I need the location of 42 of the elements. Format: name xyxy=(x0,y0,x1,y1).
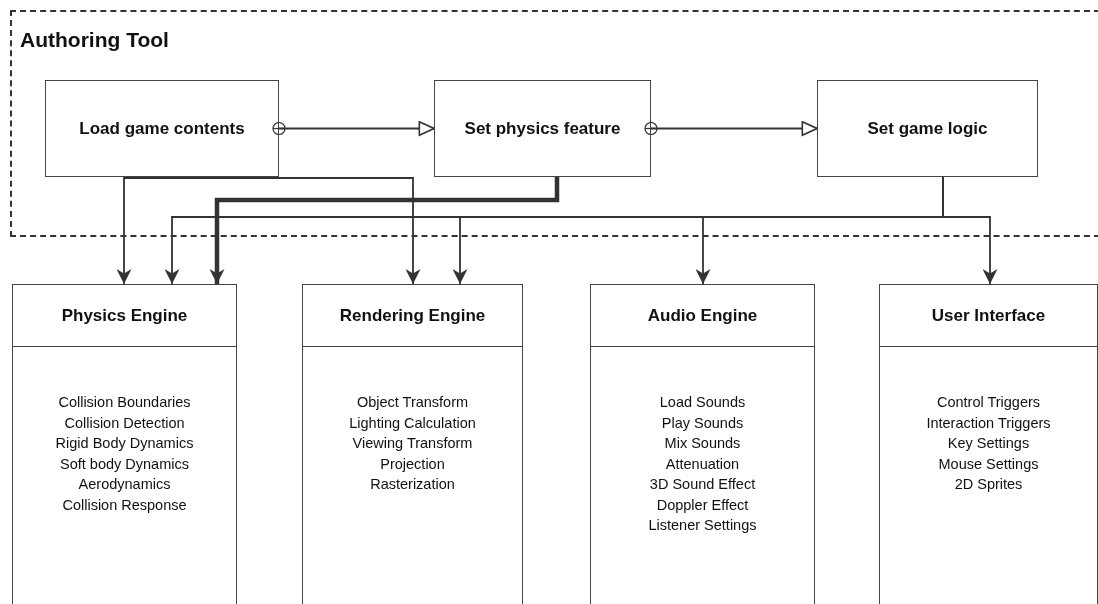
dashed-group-boundary xyxy=(10,10,1098,237)
module-title: Rendering Engine xyxy=(339,305,486,326)
process-box: Load game contents xyxy=(45,80,279,177)
arrow xyxy=(942,176,998,285)
list-item: Load Sounds xyxy=(659,393,746,412)
module-box xyxy=(12,284,237,604)
list-item: Interaction Triggers xyxy=(926,413,1051,433)
list-item: Attenuation xyxy=(665,454,740,474)
list-item: Aerodynamics xyxy=(78,475,171,494)
arrow xyxy=(161,176,421,285)
list-item: Rigid Body Dynamics xyxy=(55,434,194,453)
arrow xyxy=(644,121,818,136)
list-item: Object Transform xyxy=(356,393,469,412)
module-title: Physics Engine xyxy=(61,305,188,326)
module-box xyxy=(302,284,523,604)
list-item: Doppler Effect xyxy=(656,495,749,515)
list-item: Projection xyxy=(380,454,445,474)
arrow xyxy=(272,121,435,136)
list-item: Soft body Dynamics xyxy=(60,454,189,474)
list-item: Collision Response xyxy=(62,495,187,515)
group-title: Authoring Tool xyxy=(20,28,169,52)
list-item: Collision Boundaries xyxy=(58,393,191,412)
module-title: Audio Engine xyxy=(647,305,758,326)
list-item: Play Sounds xyxy=(661,413,744,433)
list-item: Lighting Calculation xyxy=(349,413,476,433)
list-item: 2D Sprites xyxy=(954,475,1023,494)
arrow xyxy=(116,176,163,285)
list-item: Listener Settings xyxy=(648,516,757,535)
process-box: Set game logic xyxy=(817,80,1038,177)
list-item: Mouse Settings xyxy=(938,454,1039,474)
module-title: User Interface xyxy=(931,305,1046,326)
list-item: Viewing Transform xyxy=(352,434,473,453)
list-item: Key Settings xyxy=(947,434,1030,453)
module-box xyxy=(590,284,815,604)
list-item: 3D Sound Effect xyxy=(649,475,756,494)
list-item: Control Triggers xyxy=(936,393,1041,412)
list-item: Rasterization xyxy=(370,475,455,494)
process-box: Set physics feature xyxy=(434,80,651,177)
list-item: Collision Detection xyxy=(64,413,185,433)
arrow xyxy=(209,177,560,284)
list-item: Mix Sounds xyxy=(664,434,741,453)
module-box xyxy=(879,284,1098,604)
